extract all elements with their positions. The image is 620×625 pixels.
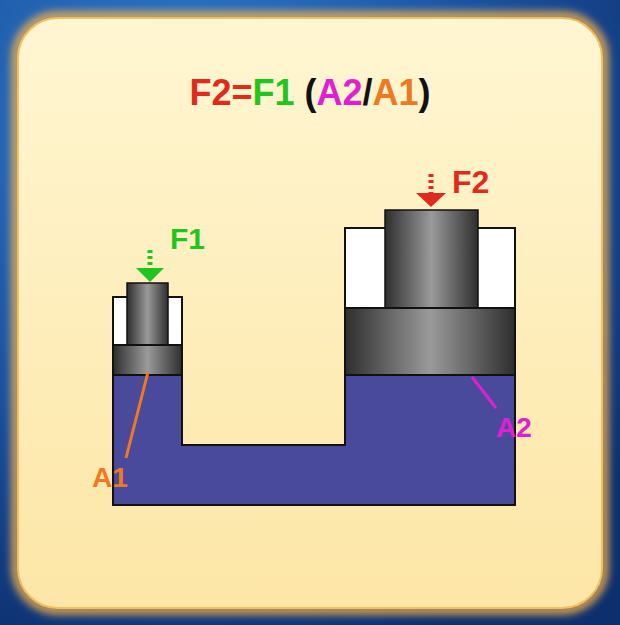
leader-line	[126, 372, 148, 458]
force-arrow	[416, 174, 446, 207]
leader-line	[472, 377, 496, 408]
label-box: A1	[92, 462, 128, 494]
hydraulic-fluid	[113, 375, 515, 505]
large-piston	[345, 308, 515, 375]
force-arrow	[136, 250, 164, 282]
large-piston-rod	[385, 210, 478, 310]
formula-title: F2=F1 (A2/A1)	[0, 72, 620, 114]
title-box: F2=F1 (A2/A1)	[0, 72, 620, 114]
panel	[18, 18, 602, 608]
quantity-label: F1	[170, 222, 205, 255]
quantity-label: A1	[92, 462, 128, 493]
quantity-label: F2	[452, 164, 489, 200]
small-piston-rod	[127, 283, 168, 347]
label-box: A2	[496, 412, 532, 444]
panel-glow	[16, 16, 604, 610]
label-box: F1	[170, 222, 205, 256]
small-piston	[113, 345, 182, 375]
label-box: F2	[452, 164, 489, 201]
quantity-label: A2	[496, 412, 532, 443]
